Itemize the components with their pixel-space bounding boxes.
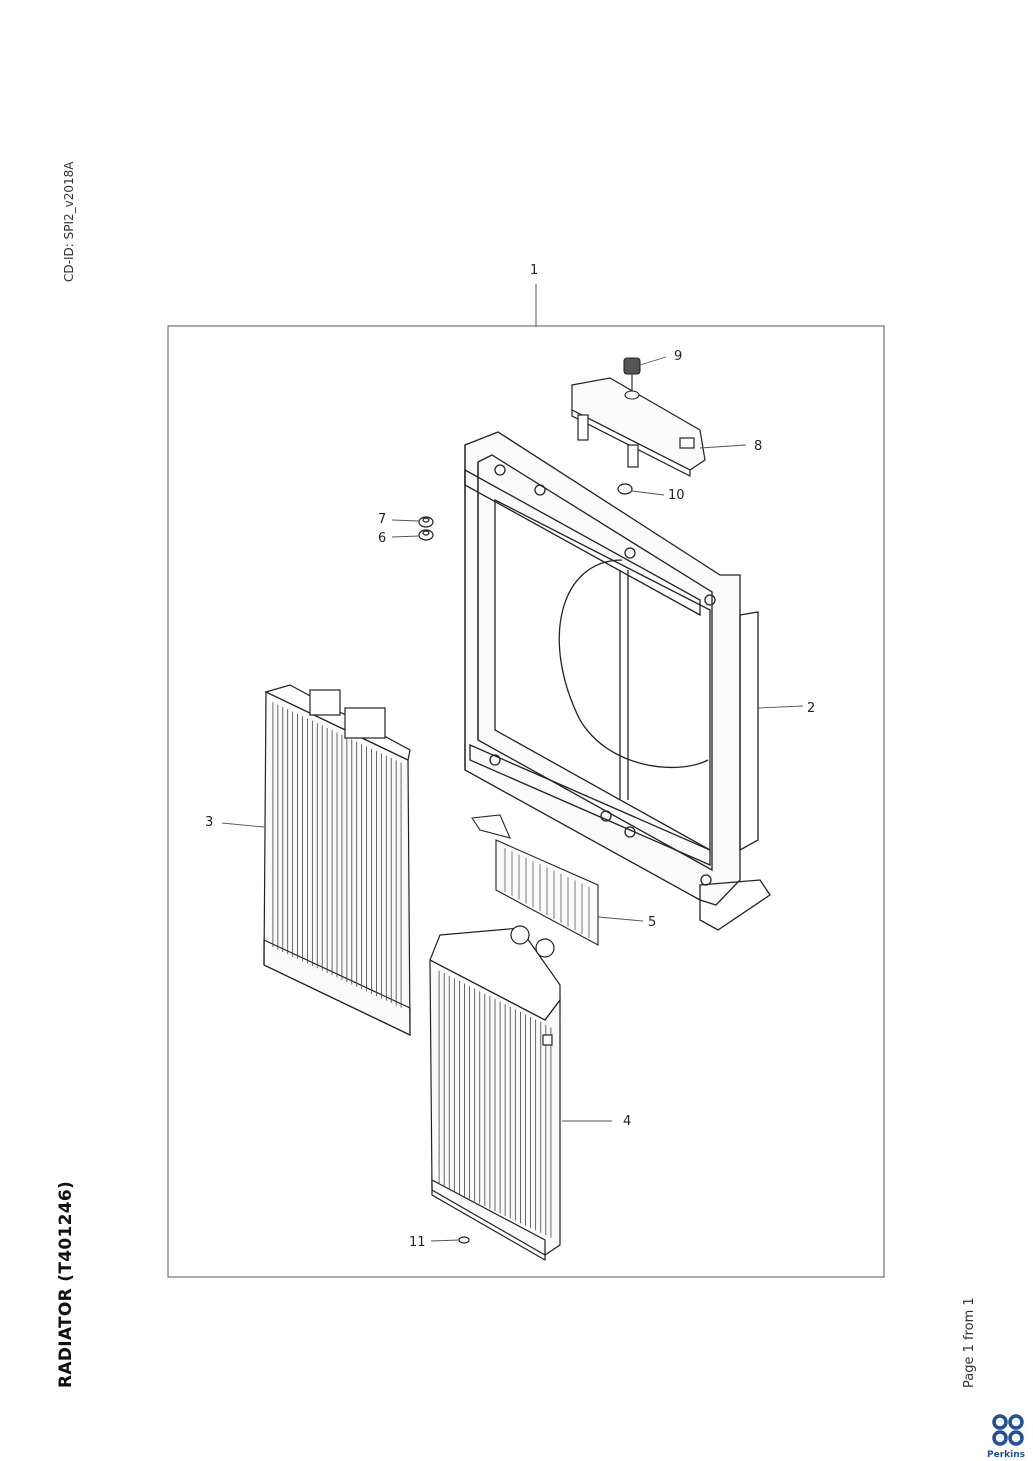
perkins-logo-text: Perkins xyxy=(987,1450,1025,1460)
assembly-frame xyxy=(167,325,885,1278)
oil-cooler-5-fins xyxy=(504,848,590,939)
leader-line-2 xyxy=(757,705,804,709)
part-5-oil-cooler xyxy=(471,814,599,946)
part-9-filler-cap xyxy=(623,357,641,400)
callout-6: 6 xyxy=(378,531,386,546)
callout-5: 5 xyxy=(648,915,656,930)
callout-4: 4 xyxy=(623,1114,631,1129)
callout-7: 7 xyxy=(378,512,386,527)
part-7-mount xyxy=(418,516,434,528)
callout-10: 10 xyxy=(668,488,685,503)
leader-line-5 xyxy=(597,916,644,922)
callout-11: 11 xyxy=(409,1235,426,1250)
part-8-expansion-tank xyxy=(571,377,706,477)
leader-line-6 xyxy=(391,535,420,538)
part-4-charge-air-cooler xyxy=(429,925,561,1262)
callout-3: 3 xyxy=(205,815,213,830)
leader-line-9 xyxy=(639,356,667,366)
part-11-o-ring xyxy=(458,1236,470,1244)
leader-line-7 xyxy=(391,519,420,522)
leader-line-3 xyxy=(221,822,265,828)
leader-line-11 xyxy=(430,1239,460,1242)
leader-line-10 xyxy=(631,490,665,496)
callout-8: 8 xyxy=(754,439,762,454)
part-2-shroud-frame xyxy=(464,431,771,931)
callout-2: 2 xyxy=(807,701,815,716)
leader-line-8 xyxy=(699,444,747,449)
radiator-3-fins xyxy=(272,702,402,1008)
part-6-mount xyxy=(418,529,434,541)
perkins-logo xyxy=(992,1414,1024,1446)
cooler-4-fins xyxy=(438,970,552,1238)
part-10-seal-ring xyxy=(617,483,633,495)
part-3-radiator-core xyxy=(263,684,411,1036)
callout-9: 9 xyxy=(674,349,682,364)
leader-lines xyxy=(221,356,804,1242)
callout-1: 1 xyxy=(530,263,538,278)
